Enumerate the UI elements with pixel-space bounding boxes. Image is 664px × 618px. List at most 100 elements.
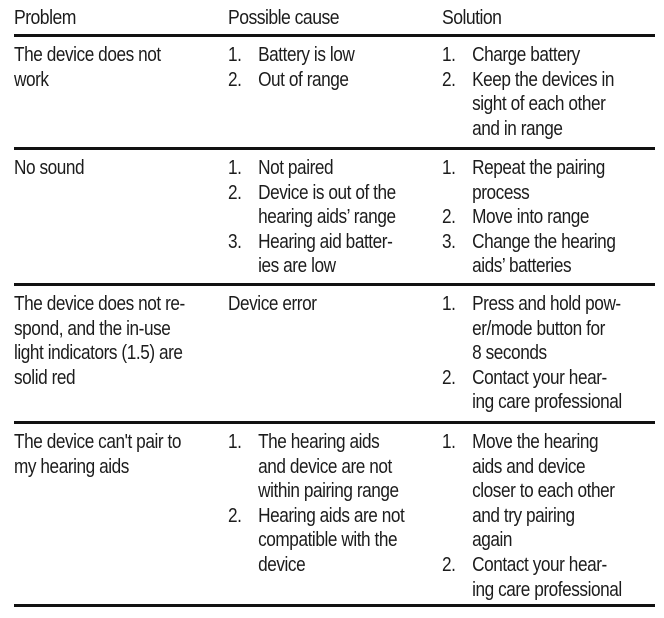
list-item: 1. Battery is low <box>228 43 409 68</box>
list-text: Move into range <box>472 206 589 229</box>
list-text: Contact your hear- <box>472 366 607 389</box>
list-number: 2. <box>442 553 456 576</box>
problem-line: work <box>14 68 49 91</box>
list-number: 1. <box>442 293 456 315</box>
problem-cell: The device does not re- spond, and the i… <box>14 292 224 390</box>
list-text: and device are not <box>258 455 392 478</box>
table-header: Problem Possible cause Solution <box>14 0 655 34</box>
list-text: aids’ batteries <box>472 255 572 278</box>
table-row: The device can't pair to my hearing aids… <box>14 424 655 604</box>
list-text: compatible with the <box>258 529 398 552</box>
problem-line: No sound <box>14 157 85 179</box>
cause-cell: 1. Battery is low 2. Out of range <box>228 43 438 92</box>
list-text: 8 seconds <box>472 342 547 365</box>
list-text: er/mode button for <box>472 317 605 340</box>
row-rule <box>14 421 655 424</box>
list-text: and try pairing <box>472 504 575 527</box>
problem-line: The device does not <box>14 44 161 66</box>
troubleshooting-table: Problem Possible cause Solution The devi… <box>14 0 655 607</box>
list-text: Device is out of the <box>258 181 396 204</box>
problem-line: my hearing aids <box>14 455 129 478</box>
list-text: Charge battery <box>472 44 580 66</box>
cause-cell: Device error <box>228 292 438 317</box>
list-number: 3. <box>442 230 456 253</box>
problem-line: solid red <box>14 366 76 389</box>
list-text: sight of each other <box>472 93 606 116</box>
problem-cell: The device does not work <box>14 43 224 92</box>
header-problem: Problem <box>14 7 76 29</box>
problem-line: The device can't pair to <box>14 431 181 453</box>
list-item: 2. Move into range <box>442 205 627 230</box>
list-item: 2.Contact your hear-ing care professiona… <box>442 366 627 415</box>
list-number: 1. <box>442 431 456 453</box>
list-text: device <box>258 553 306 576</box>
list-text: hearing aids’ range <box>258 206 396 229</box>
list-number: 3. <box>228 230 242 253</box>
header-rule <box>14 34 655 37</box>
list-text: Move the hearing <box>472 431 599 453</box>
list-number: 2. <box>228 68 242 91</box>
list-number: 1. <box>442 44 456 66</box>
list-text: Press and hold pow- <box>472 293 621 315</box>
table-row: No sound 1. Not paired 2. Device is out of… <box>14 150 655 283</box>
problem-line: The device does not re- <box>14 293 185 315</box>
list-text: The hearing aids <box>258 431 380 453</box>
list-number: 1. <box>228 431 242 453</box>
list-item: 2. Contact your hear-ing care professiona… <box>442 553 627 602</box>
list-number: 2. <box>442 206 456 229</box>
list-number: 1. <box>228 157 242 179</box>
list-text: Not paired <box>258 157 334 179</box>
table-row: The device does not work 1. Battery is lo… <box>14 37 655 147</box>
list-text: and in range <box>472 117 563 140</box>
list-text: Change the hearing <box>472 230 616 253</box>
list-item: 3. Hearing aid batter-ies are low <box>228 230 409 279</box>
list-text: Keep the devices in <box>472 68 615 91</box>
list-text: Out of range <box>258 68 349 91</box>
list-item: 1. Charge battery <box>442 43 627 68</box>
list-text: Repeat the pairing <box>472 157 605 179</box>
header-solution: Solution <box>442 7 502 29</box>
bottom-rule <box>14 604 655 607</box>
list-text: ing care professional <box>472 578 622 601</box>
list-text: closer to each other <box>472 480 615 503</box>
row-rule <box>14 147 655 150</box>
list-number: 2. <box>228 181 242 204</box>
list-item: 2. Out of range <box>228 68 409 93</box>
list-text: within pairing range <box>258 480 399 503</box>
list-number: 1. <box>442 157 456 179</box>
list-text: Hearing aids are not <box>258 504 405 527</box>
cause-text: Device error <box>228 293 317 315</box>
list-item: 1. Not paired <box>228 156 409 181</box>
problem-cell: No sound <box>14 156 224 181</box>
list-text: Battery is low <box>258 44 355 66</box>
table-row: The device does not re- spond, and the i… <box>14 286 655 421</box>
row-rule <box>14 283 655 286</box>
header-possible-cause: Possible cause <box>228 7 340 29</box>
list-text: again <box>472 529 513 552</box>
problem-line: spond, and the in-use <box>14 317 171 340</box>
list-number: 2. <box>442 68 456 91</box>
list-text: ing care professional <box>472 391 622 414</box>
problem-cell: The device can't pair to my hearing aids <box>14 430 224 479</box>
list-number: 1. <box>228 44 242 66</box>
list-number: 2. <box>228 504 242 527</box>
problem-line: light indicators (1.5) are <box>14 342 183 365</box>
list-text: ies are low <box>258 255 336 278</box>
list-text: Hearing aid batter- <box>258 230 393 253</box>
list-text: aids and device <box>472 455 586 478</box>
list-text: Contact your hear- <box>472 553 607 576</box>
